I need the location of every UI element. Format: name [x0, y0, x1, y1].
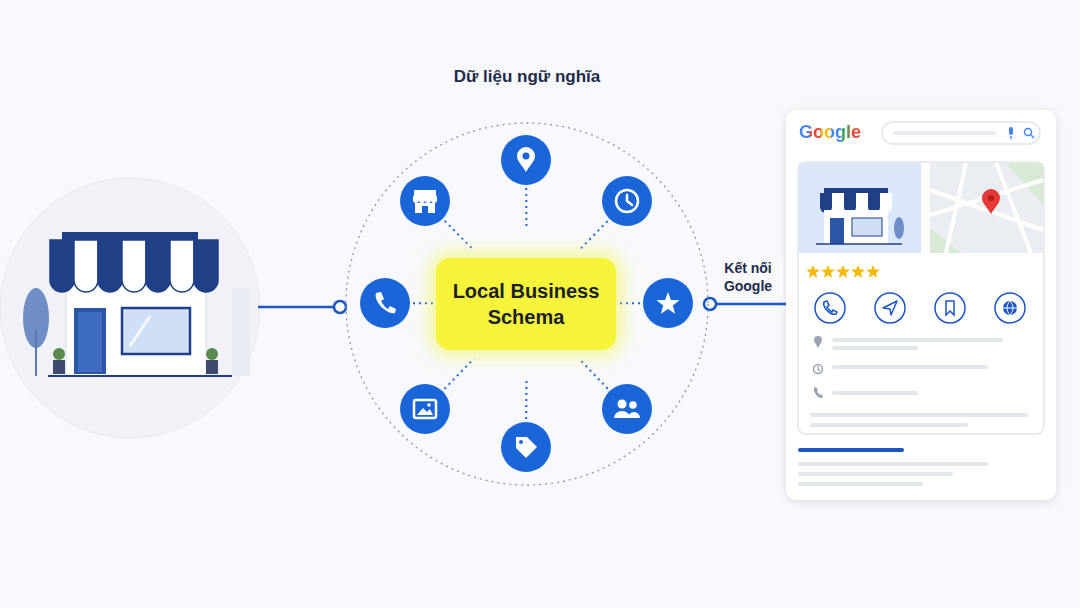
- attribute-icons: [360, 135, 693, 472]
- connector-dot: [704, 298, 716, 310]
- box-label: Local Business Schema: [448, 278, 604, 330]
- schema-box: Local Business Schema: [436, 258, 616, 350]
- google-result-card: Google: [786, 110, 1056, 500]
- connector: [710, 303, 786, 306]
- edge-label: Kết nối Google: [713, 259, 783, 296]
- spoke-lines: [413, 188, 640, 419]
- store-illustration: [0, 178, 346, 438]
- store-icon: [400, 176, 450, 226]
- google-logo: Google: [799, 122, 861, 143]
- tag-icon: [501, 422, 551, 472]
- pin-icon: [501, 135, 551, 185]
- star-icon: [643, 278, 693, 328]
- ring-heading: Dữ liệu ngữ nghĩa: [304, 67, 750, 87]
- people-icon: [602, 384, 652, 434]
- clock-icon: [602, 176, 652, 226]
- phone-icon: [360, 278, 410, 328]
- image-icon: [400, 384, 450, 434]
- semantic-data-ring: Dữ liệu ngữ nghĩaLocal Business Schema: [344, 121, 710, 487]
- result-mockup: [786, 110, 1056, 500]
